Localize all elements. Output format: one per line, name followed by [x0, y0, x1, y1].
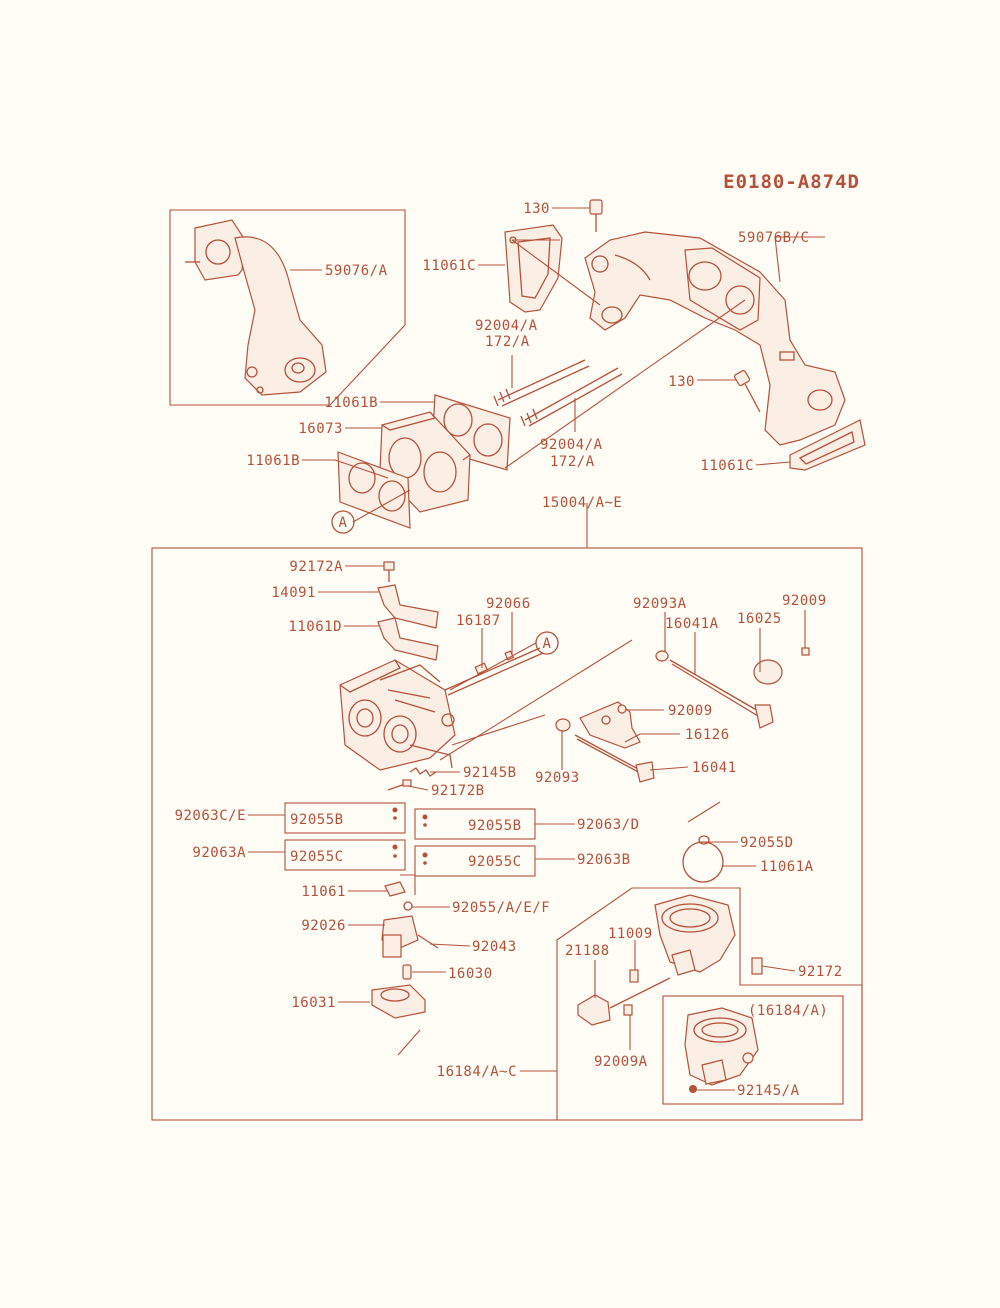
label-92063ce: 92063C/E	[175, 808, 246, 824]
part-labels: 130 11061C 59076B/C 59076/A 92004/A 172/…	[175, 201, 843, 1099]
label-92004a-bot: 92004/A	[540, 437, 603, 453]
label-16184ac: 16184/A~C	[437, 1064, 517, 1080]
label-92055b-left: 92055B	[290, 812, 344, 828]
label-92009-mid: 92009	[668, 703, 713, 719]
label-16126: 16126	[685, 727, 730, 743]
studs-92004a-drawing	[493, 359, 623, 427]
diagram-code: E0180-A874D	[723, 171, 860, 193]
float-bowl-frame	[556, 887, 863, 1121]
label-92055c-left: 92055C	[290, 849, 344, 865]
carburetor-assy-frame	[151, 547, 863, 1121]
label-11061b-bot: 11061B	[246, 453, 300, 469]
plate-14091-drawing	[377, 584, 439, 629]
bolt-130-mid-drawing	[733, 369, 761, 413]
label-14091: 14091	[271, 585, 316, 601]
label-92172a: 92172A	[289, 559, 343, 575]
spring-92145b-drawing	[387, 767, 437, 791]
float-needle-group-drawing	[371, 881, 439, 1019]
label-marker-a-main: A	[543, 636, 552, 652]
label-92055aef: 92055/A/E/F	[452, 900, 550, 916]
manifold-59076bc-drawing	[584, 231, 846, 446]
label-92043: 92043	[472, 939, 517, 955]
label-marker-a-top: A	[339, 515, 348, 531]
choke-shaft-16041a-drawing	[655, 647, 810, 729]
label-16030: 16030	[448, 966, 493, 982]
label-59076a: 59076/A	[325, 263, 388, 279]
label-92004a-top: 92004/A	[475, 318, 538, 334]
label-92093: 92093	[535, 770, 580, 786]
label-92055d: 92055D	[740, 835, 794, 851]
throttle-16126-drawing	[555, 701, 655, 783]
manifold-59076a-drawing	[185, 219, 327, 396]
label-16041a: 16041A	[665, 616, 719, 632]
marker-a-top	[331, 510, 355, 534]
screw-92172a-drawing	[383, 561, 395, 582]
label-92145b: 92145B	[463, 765, 517, 781]
label-130-mid: 130	[668, 374, 695, 390]
label-11061a: 11061A	[760, 859, 814, 875]
float-bowl-drawing	[577, 835, 763, 1026]
label-92093a: 92093A	[633, 596, 687, 612]
gasket-11061c-top-drawing	[504, 224, 563, 313]
label-11061b-top: 11061B	[324, 395, 378, 411]
label-16187: 16187	[456, 613, 501, 629]
label-92063d: 92063/D	[577, 817, 640, 833]
label-11061c-top: 11061C	[422, 258, 476, 274]
label-130-top: 130	[523, 201, 550, 217]
label-11061c-bot: 11061C	[700, 458, 754, 474]
box-92055c-left	[284, 839, 406, 871]
label-16073: 16073	[298, 421, 343, 437]
label-92063b: 92063B	[577, 852, 631, 868]
label-92009a: 92009A	[594, 1054, 648, 1070]
label-92172b: 92172B	[431, 783, 485, 799]
shaft-16187-drawing	[444, 647, 544, 696]
gasket-11061c-bottom-drawing	[789, 419, 866, 471]
label-11061d: 11061D	[288, 619, 342, 635]
label-11061: 11061	[301, 884, 346, 900]
label-172a-top: 172/A	[485, 334, 530, 350]
label-92026: 92026	[301, 918, 346, 934]
label-11009: 11009	[608, 926, 653, 942]
label-92145a: 92145/A	[737, 1083, 800, 1099]
label-92055c-right: 92055C	[468, 854, 522, 870]
label-16041: 16041	[692, 760, 737, 776]
gasket-11061d-drawing	[377, 617, 439, 661]
box-92055c-right	[414, 845, 536, 877]
leader-jets	[400, 874, 416, 895]
label-92066: 92066	[486, 596, 531, 612]
bolt-130-top-drawing	[589, 199, 603, 232]
leader-ticks	[397, 801, 721, 1056]
carburetor-body-drawing	[339, 659, 456, 771]
leaders-top	[290, 207, 825, 523]
leaders-main	[248, 565, 806, 1091]
inset-frame-59076a	[169, 209, 406, 406]
label-92063a: 92063A	[192, 845, 246, 861]
label-92009-top: 92009	[782, 593, 827, 609]
label-59076bc: 59076B/C	[738, 230, 809, 246]
label-21188: 21188	[565, 943, 610, 959]
gasket-11061b-bottom-drawing	[337, 451, 411, 529]
label-92172: 92172	[798, 964, 843, 980]
label-16184a-paren: (16184/A)	[748, 1003, 828, 1019]
label-92055b-right: 92055B	[468, 818, 522, 834]
label-16031: 16031	[291, 995, 336, 1011]
label-15004: 15004/A~E	[542, 495, 622, 511]
label-16025: 16025	[737, 611, 782, 627]
box-92055b-left	[284, 802, 406, 834]
label-172a-bot: 172/A	[550, 454, 595, 470]
float-bowl-16184a-frame	[662, 995, 844, 1105]
float-bowl-16184a-drawing	[684, 1007, 759, 1093]
